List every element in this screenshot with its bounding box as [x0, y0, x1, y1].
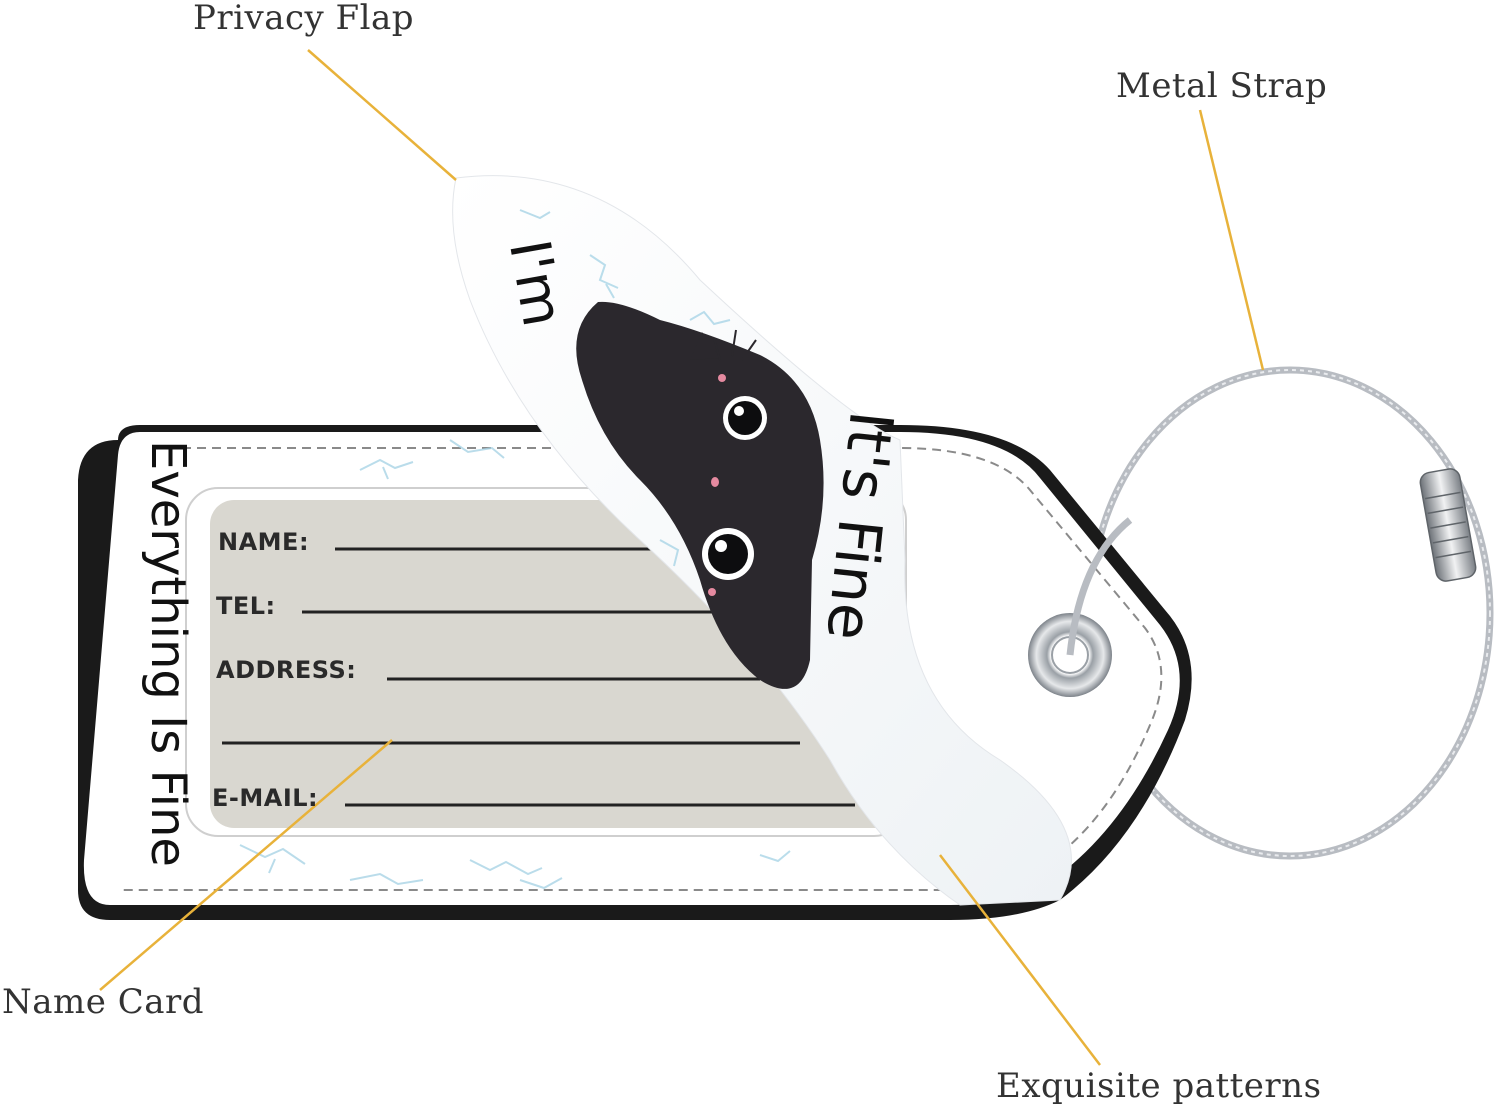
email-field-label: E-MAIL:: [212, 784, 319, 812]
cable-lock: [1419, 468, 1477, 582]
marble-pattern: [239, 439, 791, 890]
leader-lines: [99, 49, 1265, 1066]
cat-illustration: [576, 301, 824, 689]
metal-strap-callout: Metal Strap: [1116, 66, 1328, 106]
name-field-label: NAME:: [218, 528, 310, 556]
name-card-lines: [222, 547, 855, 807]
privacy-flap-callout: Privacy Flap: [193, 0, 415, 38]
side-printed-text: Everything Is Fine: [140, 440, 196, 867]
exquisite-patterns-callout: Exquisite patterns: [996, 1066, 1322, 1106]
tel-field-label: TEL:: [216, 592, 276, 620]
address-field-label: ADDRESS:: [216, 656, 357, 684]
name-card-callout: Name Card: [2, 982, 204, 1022]
